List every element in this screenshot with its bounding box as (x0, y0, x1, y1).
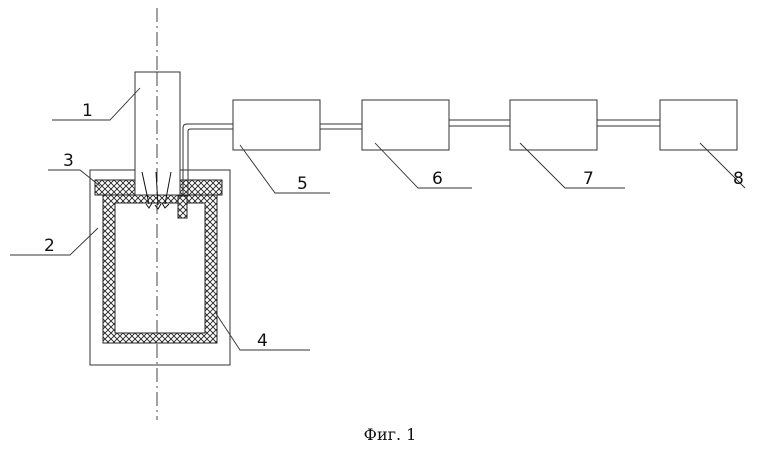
source-block-1 (135, 72, 180, 195)
probe-element (178, 196, 187, 218)
figure-caption: Фиг. 1 (364, 425, 417, 444)
label-2: 2 (44, 236, 55, 256)
crucible-4 (103, 195, 217, 343)
label-8: 8 (733, 169, 744, 189)
label-7: 7 (583, 169, 594, 189)
block-8 (660, 100, 737, 150)
label-4: 4 (257, 331, 268, 351)
block-7 (510, 100, 597, 150)
block-6 (362, 100, 449, 150)
block-5 (233, 100, 320, 150)
label-1: 1 (82, 101, 93, 121)
label-6: 6 (432, 169, 443, 189)
label-3: 3 (63, 151, 74, 171)
label-5: 5 (297, 174, 308, 194)
